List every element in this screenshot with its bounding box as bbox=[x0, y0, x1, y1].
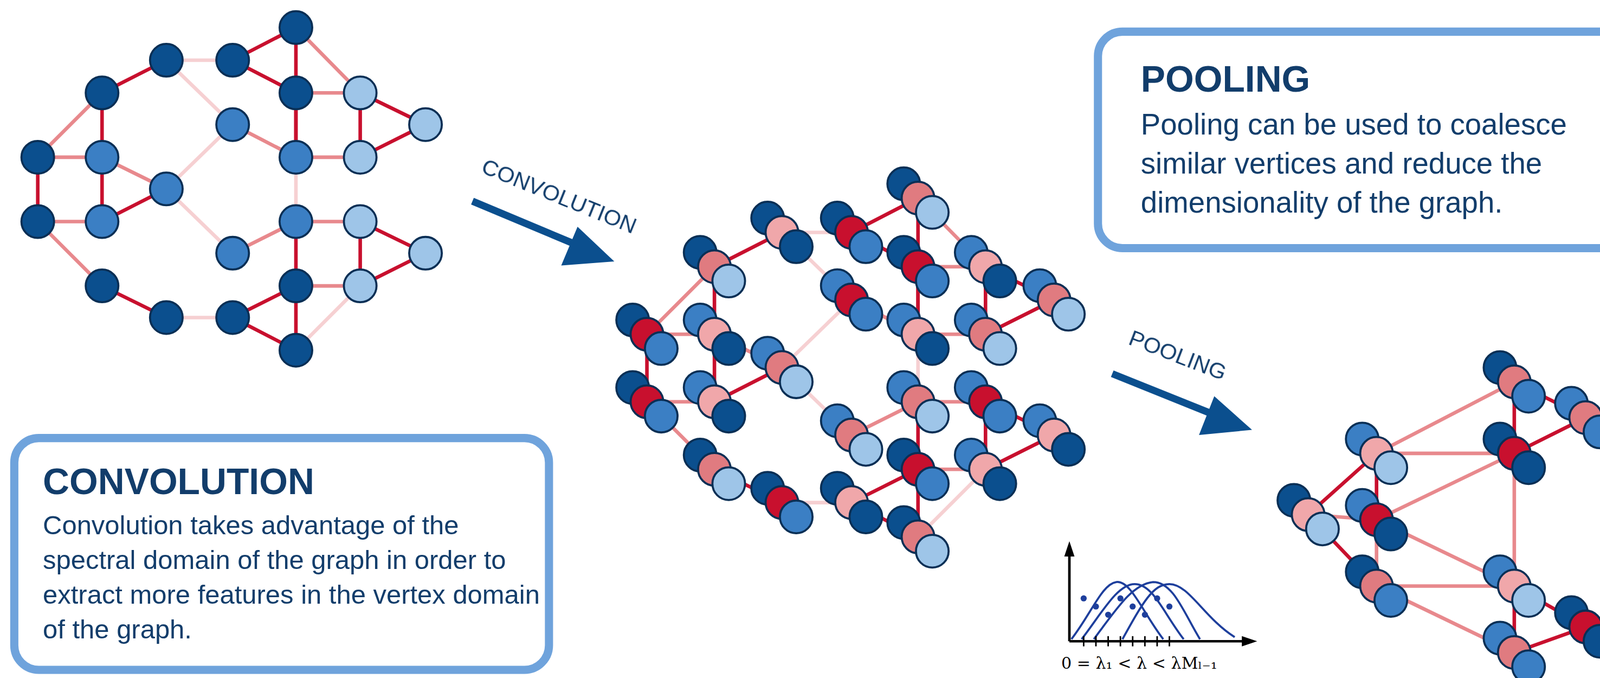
sample-dot bbox=[1166, 603, 1173, 610]
vertex bbox=[915, 467, 949, 500]
vertex bbox=[1374, 450, 1408, 484]
vertex bbox=[849, 230, 882, 263]
input-graph bbox=[21, 11, 443, 367]
vertex bbox=[279, 76, 313, 109]
vertex bbox=[279, 269, 313, 302]
box-body: Convolution takes advantage of the spect… bbox=[42, 508, 543, 647]
vertex bbox=[983, 467, 1016, 500]
vertex bbox=[644, 399, 678, 432]
box-body: Pooling can be used to coalesce similar … bbox=[1140, 106, 1590, 223]
vertex bbox=[712, 399, 745, 432]
vertex bbox=[1052, 432, 1085, 466]
vertex bbox=[712, 331, 745, 365]
vertex bbox=[279, 140, 313, 174]
vertex bbox=[409, 236, 442, 270]
vertex bbox=[849, 432, 882, 466]
vertex bbox=[915, 331, 949, 365]
vertex bbox=[644, 331, 678, 365]
vertex bbox=[343, 140, 377, 174]
vertex bbox=[409, 108, 442, 141]
vertex bbox=[1512, 379, 1545, 412]
sample-dot bbox=[1092, 603, 1099, 610]
callout-box: CONVOLUTION Convolution takes advantage o… bbox=[10, 433, 554, 674]
spectral-filter-chart bbox=[1064, 540, 1258, 647]
callout-box: POOLING Pooling can be used to coalesce s… bbox=[1093, 27, 1600, 253]
vertex bbox=[343, 269, 377, 302]
vertex bbox=[983, 399, 1016, 432]
vertex bbox=[150, 172, 183, 205]
vertex bbox=[849, 500, 882, 533]
tick bbox=[1107, 635, 1109, 647]
vertex bbox=[915, 534, 949, 567]
box-heading: POOLING bbox=[1140, 57, 1590, 101]
vertex bbox=[1512, 649, 1545, 678]
vertex bbox=[279, 204, 313, 238]
vertex bbox=[85, 269, 119, 302]
vertex bbox=[150, 300, 183, 334]
vertex bbox=[85, 140, 119, 174]
sample-dot bbox=[1080, 595, 1087, 602]
arrow-label: POOLING bbox=[1125, 324, 1231, 386]
vertex bbox=[1583, 415, 1600, 448]
vertex bbox=[85, 204, 119, 238]
vertex bbox=[1583, 624, 1600, 657]
sample-dot bbox=[1142, 611, 1148, 618]
vertex bbox=[150, 43, 183, 77]
pooled-graph bbox=[1277, 351, 1600, 678]
vertex bbox=[279, 11, 313, 44]
vertex bbox=[85, 76, 119, 109]
vertex bbox=[712, 467, 745, 500]
vertex bbox=[1052, 297, 1085, 331]
vertex bbox=[779, 500, 813, 533]
vertex bbox=[343, 76, 377, 109]
vertex bbox=[1306, 512, 1339, 545]
vertex bbox=[343, 204, 377, 238]
tick bbox=[1168, 635, 1171, 647]
axis-label: 0 = λ₁ < λ < λMₗ₋₁ bbox=[1061, 653, 1218, 673]
vertex bbox=[1512, 450, 1545, 484]
tick bbox=[1144, 635, 1146, 647]
tick bbox=[1082, 635, 1085, 647]
pooling-arrow bbox=[1112, 373, 1253, 435]
vertex bbox=[983, 264, 1016, 298]
vertex bbox=[1374, 583, 1408, 617]
vertex bbox=[915, 399, 949, 432]
vertex bbox=[915, 264, 949, 298]
tick bbox=[1131, 635, 1134, 647]
vertex bbox=[779, 365, 813, 398]
vertex bbox=[216, 300, 249, 334]
tick bbox=[1156, 635, 1159, 647]
tick bbox=[1095, 635, 1098, 647]
sample-dot bbox=[1129, 603, 1136, 610]
vertex bbox=[1374, 517, 1408, 550]
sample-dot bbox=[1117, 595, 1124, 602]
vertex bbox=[279, 333, 313, 367]
convolved-graph bbox=[616, 167, 1085, 568]
vertex bbox=[849, 297, 882, 331]
box-heading: CONVOLUTION bbox=[42, 460, 543, 503]
vertex bbox=[1512, 583, 1545, 617]
vertex bbox=[21, 140, 55, 174]
vertex bbox=[216, 43, 249, 77]
vertex bbox=[712, 264, 745, 298]
vertex bbox=[216, 108, 249, 141]
arrow-label: CONVOLUTION bbox=[478, 152, 641, 240]
vertex bbox=[21, 204, 55, 238]
vertex bbox=[983, 331, 1016, 365]
sample-dot bbox=[1153, 595, 1160, 602]
vertex bbox=[915, 195, 949, 229]
sample-dot bbox=[1105, 611, 1112, 618]
vertex bbox=[216, 236, 249, 270]
tick bbox=[1119, 635, 1122, 647]
vertex bbox=[779, 230, 813, 263]
